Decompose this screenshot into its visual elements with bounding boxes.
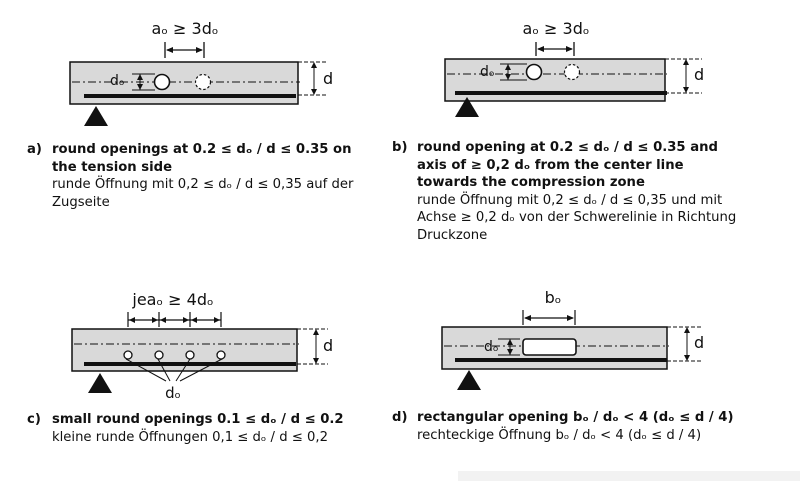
small-opening-c-1 xyxy=(123,350,133,360)
reinforcement-b xyxy=(455,91,667,95)
depth-label-b: d xyxy=(694,65,704,84)
depth-label-a: d xyxy=(323,69,333,88)
opening-a-next xyxy=(194,73,212,91)
caption-b: b) round opening at 0.2 ≤ dₒ / d ≤ 0.35 … xyxy=(392,139,737,244)
caption-de-c: kleine runde Öffnungen 0,1 ≤ dₒ / d ≤ 0,… xyxy=(52,429,328,445)
caption-letter-b: b) xyxy=(392,140,408,155)
small-opening-c-2 xyxy=(154,350,164,360)
caption-en-b: round opening at 0.2 ≤ dₒ / d ≤ 0.35 and… xyxy=(417,140,718,190)
caption-de-a: runde Öffnung mit 0,2 ≤ dₒ / d ≤ 0,35 au… xyxy=(52,177,354,210)
caption-en-a: round openings at 0.2 ≤ dₒ / d ≤ 0.35 on… xyxy=(52,142,352,175)
reinforcement-d xyxy=(455,358,667,362)
caption-letter-d: d) xyxy=(392,410,408,425)
do-label-d: dₒ xyxy=(484,339,499,355)
spacing-label-a: aₒ ≥ 3dₒ xyxy=(152,19,219,38)
support-b xyxy=(455,97,479,117)
caption-en-d: rectangular opening bₒ / dₒ < 4 (dₒ ≤ d … xyxy=(417,410,734,425)
diagram-c: jeaₒ ≥ 4dₒ dₒ d xyxy=(71,290,333,402)
caption-de-b: runde Öffnung mit 0,2 ≤ dₒ / d ≤ 0,35 un… xyxy=(417,192,737,243)
diagram-b-drawing: aₒ ≥ 3dₒ dₒ d xyxy=(444,19,704,117)
width-label-d: bₒ xyxy=(545,288,562,307)
do-label-b: dₒ xyxy=(480,64,495,80)
footer-shade xyxy=(458,471,800,481)
opening-b-next xyxy=(563,63,581,81)
rectangular-opening-d xyxy=(522,338,577,356)
caption-a: a) round openings at 0.2 ≤ dₒ / d ≤ 0.35… xyxy=(27,141,372,211)
do-label-a: dₒ xyxy=(110,73,125,89)
diagram-c-drawing: jeaₒ ≥ 4dₒ dₒ d xyxy=(71,290,333,402)
reinforcement-c xyxy=(84,362,296,366)
support-a xyxy=(84,106,108,126)
depth-label-c: d xyxy=(323,336,333,355)
caption-letter-c: c) xyxy=(27,412,41,427)
caption-de-d: rechteckige Öffnung bₒ / dₒ < 4 (dₒ ≤ d … xyxy=(417,427,702,443)
diagram-a: aₒ ≥ 3dₒ dₒ d xyxy=(0,0,400,140)
caption-letter-a: a) xyxy=(27,142,42,157)
support-c xyxy=(88,373,112,393)
do-label-c: dₒ xyxy=(165,384,181,402)
support-d xyxy=(457,370,481,390)
diagram-b: aₒ ≥ 3dₒ dₒ d xyxy=(0,0,800,140)
opening-a xyxy=(153,73,171,91)
caption-c: c) small round openings 0.1 ≤ dₒ / d ≤ 0… xyxy=(27,411,372,446)
spacing-label-b: aₒ ≥ 3dₒ xyxy=(523,19,590,38)
depth-label-d: d xyxy=(694,333,704,352)
spacing-label-c: jeaₒ ≥ 4dₒ xyxy=(131,290,213,309)
diagram-a-drawing: aₒ ≥ 3dₒ dₒ d xyxy=(69,19,333,126)
reinforcement-a xyxy=(84,94,296,98)
opening-b xyxy=(525,63,543,81)
caption-en-c: small round openings 0.1 ≤ dₒ / d ≤ 0.2 xyxy=(52,412,344,427)
caption-d: d) rectangular opening bₒ / dₒ < 4 (dₒ ≤… xyxy=(392,409,762,444)
